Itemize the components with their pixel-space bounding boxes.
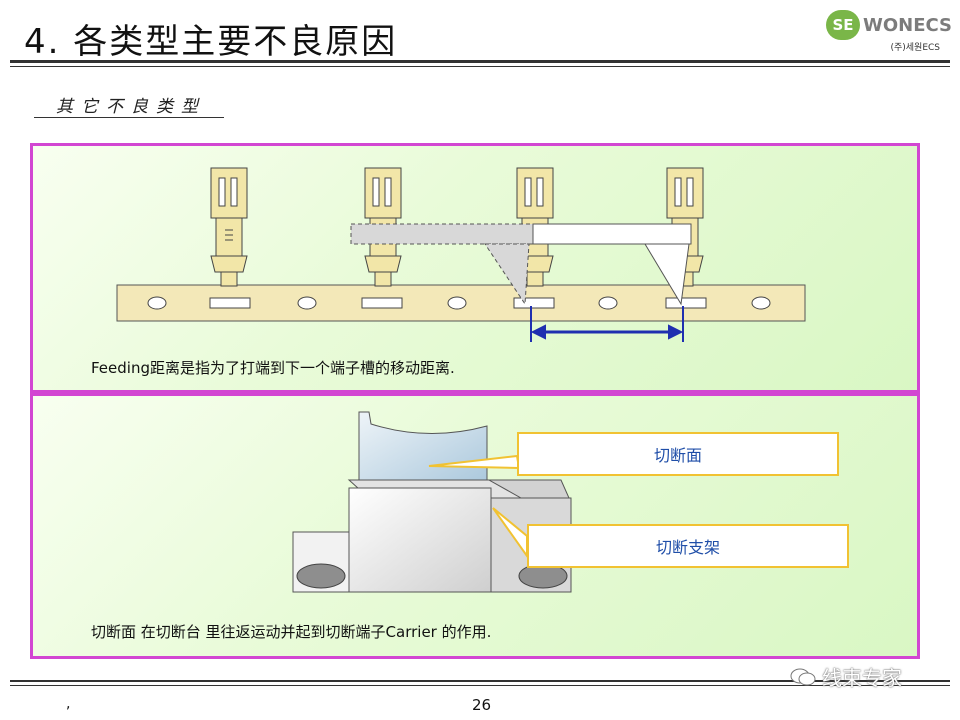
feeding-caption: Feeding距离是指为了打端到下一个端子槽的移动距离. — [91, 359, 455, 377]
footer-divider — [10, 680, 950, 682]
feeding-distance-arrow — [530, 306, 684, 342]
terminal-1 — [210, 167, 248, 287]
logo-subtext: (주)세원ECS — [890, 43, 940, 53]
slide-title: 4. 各类型主要不良原因 — [24, 22, 398, 62]
terminal-2 — [364, 167, 402, 287]
watermark-text: 线束专家 — [822, 666, 902, 690]
feeding-diagram — [116, 167, 806, 342]
cutting-panel: 切断面 切断支架 切断面 在切断台 里往返运动并起到切断端子Carrier 的作… — [30, 393, 920, 659]
title-divider — [10, 60, 950, 63]
section-subtitle: 其它不良类型 — [56, 97, 206, 117]
page-number: 26 — [472, 696, 492, 714]
logo-mark: SE — [826, 10, 860, 40]
bracket-front — [348, 487, 492, 593]
subtitle-underline — [34, 117, 224, 118]
footer-mark: , — [66, 696, 71, 712]
base-hole-left — [296, 563, 346, 589]
cutting-diagram — [292, 411, 572, 593]
cutting-caption: 切断面 在切断台 里往返运动并起到切断端子Carrier 的作用. — [91, 623, 492, 641]
cut-bracket-callout: 切断支架 — [527, 524, 849, 568]
logo-wordmark: WONECS — [863, 14, 953, 36]
watermark: 线束专家 — [790, 662, 902, 691]
strip-holes — [147, 296, 771, 310]
footer-divider-thin — [10, 685, 950, 686]
feeding-distance-panel: Feeding距离是指为了打端到下一个端子槽的移动距离. — [30, 143, 920, 393]
feed-finger-end — [532, 223, 692, 245]
feed-finger-tip-end — [644, 243, 690, 306]
company-logo: SE WONECS (주)세원ECS — [826, 10, 952, 56]
cut-face-callout: 切断面 — [517, 432, 839, 476]
cut-face-blade — [358, 411, 488, 487]
title-divider-thin — [10, 66, 950, 67]
feed-finger-tip-start — [484, 243, 530, 306]
wechat-icon — [790, 668, 816, 685]
